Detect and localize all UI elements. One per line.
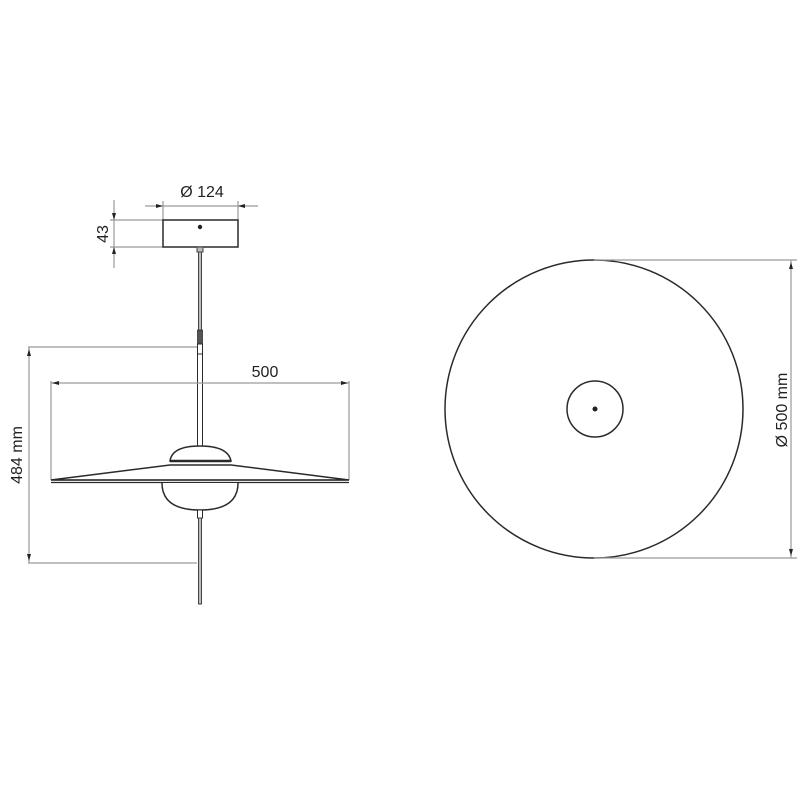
lower-globe [161,482,239,511]
bottom-rod-cap [197,509,203,519]
overall-height-label: 484 mm [9,426,26,484]
canopy-diameter-dimension: Ø 124 [145,184,258,220]
rod-coupling-lower [197,343,203,355]
lower-stem [197,353,203,451]
canopy [162,219,239,248]
top-diameter-dimension: Ø 500 mm [594,259,797,559]
shade-width-label: 500 [252,364,279,381]
center-dot [592,406,598,412]
suspension-rod [198,251,202,331]
canopy-connector [196,246,204,253]
canopy-height-label: 43 [95,225,112,243]
shade-disc [50,464,350,481]
shade-width-dimension: 500 [50,364,350,480]
top-view: Ø 500 mm [444,259,797,559]
bottom-rod [198,517,202,605]
canopy-height-dimension: 43 [95,200,163,268]
top-diameter-label: Ø 500 mm [774,373,791,448]
upper-dome [169,445,232,462]
rod-coupling [197,329,203,345]
side-view: Ø 124 43 484 mm [9,184,350,605]
canopy-diameter-label: Ø 124 [180,184,224,201]
overall-height-dimension: 484 mm [9,346,197,564]
canopy-screw-dot [197,224,203,230]
